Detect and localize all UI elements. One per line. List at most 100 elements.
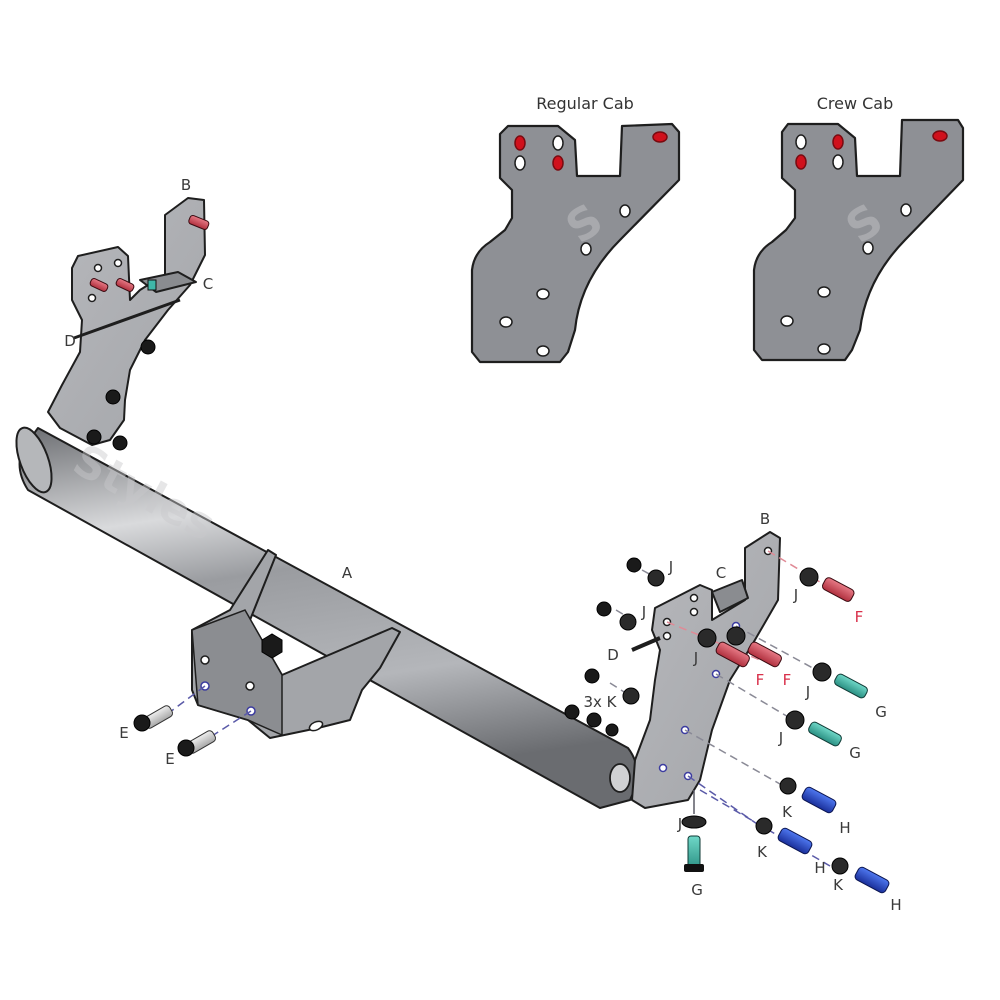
bolt-f-1 xyxy=(799,567,855,602)
label-f: F xyxy=(855,608,864,626)
right-bracket-c xyxy=(711,579,749,613)
nut xyxy=(626,557,642,573)
tube-end-cap xyxy=(15,426,53,494)
bolt-f-2 xyxy=(715,641,750,668)
bolt-e-2 xyxy=(177,730,217,757)
label-j: J xyxy=(805,683,810,701)
guide-line xyxy=(687,775,761,827)
label-j: J xyxy=(693,649,698,667)
nut xyxy=(584,668,600,684)
label-e-1: E xyxy=(119,724,128,742)
white-hole xyxy=(832,154,844,170)
label-k: K xyxy=(782,803,793,821)
left-bracket-plate xyxy=(47,197,206,446)
bolt-g-1 xyxy=(812,662,868,699)
crossbar-a: Styles A E E xyxy=(15,426,638,809)
crew-cab-plate xyxy=(752,118,965,362)
right-bracket-plate xyxy=(631,531,781,809)
regular-cab-title: Regular Cab xyxy=(536,94,634,113)
left-rod-d xyxy=(73,298,181,340)
guide-line xyxy=(169,685,206,713)
white-hole xyxy=(817,343,831,355)
nut xyxy=(86,429,102,445)
left-stud-green xyxy=(147,279,157,291)
label-g: G xyxy=(849,744,861,762)
label-c: C xyxy=(716,564,726,582)
label-3x-k: 3x K xyxy=(583,693,617,711)
right-bracket-assembly: B C D J J J J J J J F F F G G G 3x K K K… xyxy=(564,510,902,914)
label-d: D xyxy=(64,332,76,350)
label-k: K xyxy=(833,876,844,894)
guide-line xyxy=(211,710,252,737)
left-stud xyxy=(89,278,109,292)
bolt-g-3 xyxy=(681,815,707,872)
bolt-f-3 xyxy=(747,641,782,668)
nut xyxy=(605,723,619,737)
bolt-g-2 xyxy=(785,710,842,747)
red-hole xyxy=(652,131,668,143)
label-j: J xyxy=(641,603,646,621)
left-stud xyxy=(115,278,135,292)
label-h: H xyxy=(839,819,850,837)
hole xyxy=(689,593,699,603)
white-hole xyxy=(619,204,631,218)
label-h: H xyxy=(890,896,901,914)
label-a: A xyxy=(342,564,353,582)
red-hole xyxy=(932,130,948,142)
label-g: G xyxy=(691,881,703,899)
nut xyxy=(105,389,121,405)
white-hole xyxy=(795,134,807,150)
white-hole xyxy=(536,288,550,300)
hole xyxy=(93,263,103,273)
label-d: D xyxy=(607,646,619,664)
bolt-h-1 xyxy=(779,777,837,814)
bolt-h-2 xyxy=(755,817,813,855)
regular-cab-plate xyxy=(470,122,681,364)
guide-line xyxy=(609,682,633,698)
nut xyxy=(564,704,580,720)
crew-cab-variant: Crew Cab S xyxy=(752,94,965,362)
center-nut xyxy=(261,633,283,659)
regular-cab-variant: Regular Cab S xyxy=(470,94,681,364)
left-bolt-b xyxy=(188,214,210,230)
hole xyxy=(245,681,255,691)
label-j: J xyxy=(793,586,798,604)
label-f: F xyxy=(783,671,792,689)
bolt-e-1 xyxy=(133,705,174,732)
hole xyxy=(200,655,210,665)
white-hole xyxy=(780,315,794,327)
label-b: B xyxy=(760,510,770,528)
bolt-h-3 xyxy=(831,857,890,894)
white-hole xyxy=(900,203,912,217)
washer-j xyxy=(647,569,665,587)
nut xyxy=(140,339,156,355)
guide-line xyxy=(715,673,791,719)
label-g: G xyxy=(875,703,887,721)
tube-end-eyelet xyxy=(609,763,631,793)
white-hole xyxy=(514,155,526,171)
guide-line xyxy=(735,625,821,673)
label-c: C xyxy=(203,275,213,293)
label-h: H xyxy=(814,859,825,877)
washer-j xyxy=(619,613,637,631)
white-hole xyxy=(580,242,592,256)
receiver-face xyxy=(191,609,283,737)
hole xyxy=(689,607,699,617)
red-hole xyxy=(552,155,564,171)
red-hole xyxy=(795,154,807,170)
hole xyxy=(87,293,97,303)
white-hole xyxy=(817,286,831,298)
label-f: F xyxy=(756,671,765,689)
white-hole xyxy=(862,241,874,255)
hole xyxy=(658,763,668,773)
hole xyxy=(113,258,123,268)
label-k: K xyxy=(757,843,768,861)
white-hole xyxy=(536,345,550,357)
red-hole xyxy=(832,134,844,150)
left-bracket-assembly: B C D xyxy=(47,176,213,451)
label-j: J xyxy=(677,815,682,833)
crew-cab-title: Crew Cab xyxy=(817,94,894,113)
nut xyxy=(586,712,602,728)
label-b: B xyxy=(181,176,191,194)
